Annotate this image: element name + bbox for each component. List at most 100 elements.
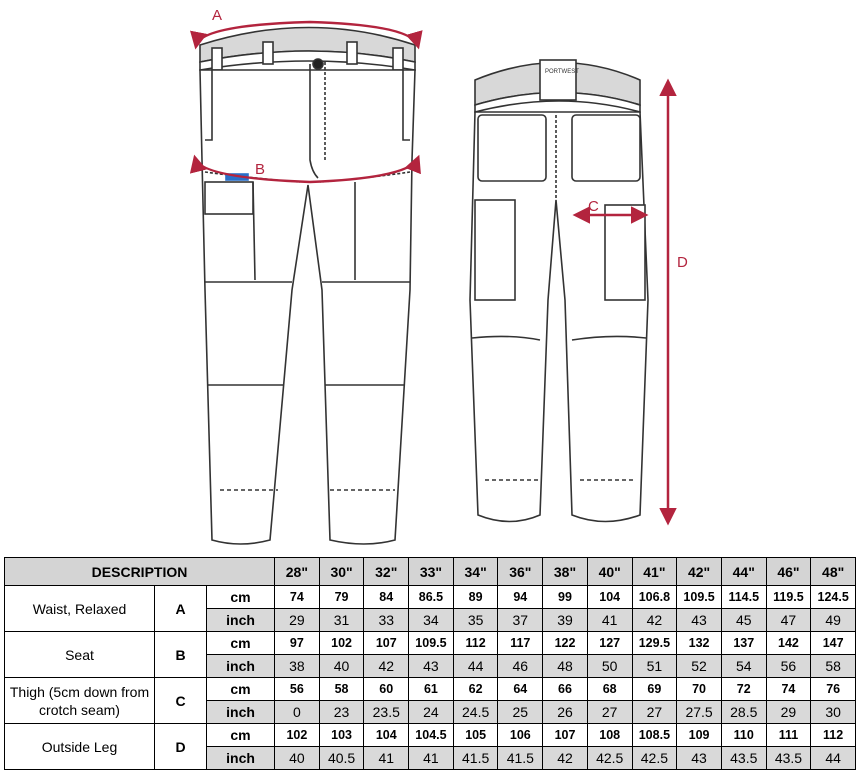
value-cell: 26 <box>542 700 588 724</box>
value-cell: 69 <box>631 677 678 701</box>
value-cell: 43 <box>676 608 722 632</box>
value-cell: 43 <box>408 654 454 678</box>
value-cell: 43 <box>676 746 722 770</box>
value-cell: 58 <box>810 654 856 678</box>
measurement-label: Seat <box>4 631 155 678</box>
value-cell: 35 <box>452 608 499 632</box>
value-cell: 51 <box>631 654 678 678</box>
value-cell: 79 <box>318 585 365 609</box>
value-cell: 147 <box>810 631 856 655</box>
value-cell: 37 <box>497 608 544 632</box>
value-cell: 64 <box>497 677 544 701</box>
size-header: 34" <box>452 557 499 586</box>
value-cell: 86.5 <box>408 585 454 609</box>
measurement-letter: C <box>154 677 207 724</box>
value-cell: 47 <box>765 608 812 632</box>
value-cell: 42 <box>363 654 410 678</box>
value-cell: 54 <box>720 654 767 678</box>
value-cell: 41 <box>586 608 633 632</box>
unit-cell: cm <box>205 585 276 609</box>
brand-label: PORTWEST <box>545 69 579 75</box>
value-cell: 27.5 <box>676 700 722 724</box>
unit-cell: inch <box>205 700 276 724</box>
measurement-label: Waist, Relaxed <box>4 585 155 632</box>
value-cell: 106 <box>497 723 544 747</box>
value-cell: 56 <box>274 677 320 701</box>
value-cell: 142 <box>765 631 812 655</box>
value-cell: 43.5 <box>720 746 767 770</box>
value-cell: 74 <box>765 677 812 701</box>
value-cell: 127 <box>586 631 633 655</box>
size-header: 48" <box>810 557 856 586</box>
value-cell: 109.5 <box>676 585 722 609</box>
value-cell: 23.5 <box>363 700 410 724</box>
size-header-row: DESCRIPTION 28" 30" 32" 33" 34" 36" 38" … <box>3 557 856 586</box>
value-cell: 107 <box>363 631 410 655</box>
value-cell: 108 <box>586 723 633 747</box>
unit-cell: inch <box>205 654 276 678</box>
value-cell: 102 <box>274 723 320 747</box>
value-cell: 104.5 <box>408 723 454 747</box>
trousers-measurement-diagram: A B PORTWEST C D <box>189 7 688 545</box>
value-cell: 44 <box>452 654 499 678</box>
value-cell: 58 <box>318 677 365 701</box>
value-cell: 84 <box>363 585 410 609</box>
value-cell: 45 <box>720 608 767 632</box>
value-cell: 102 <box>318 631 365 655</box>
value-cell: 94 <box>497 585 544 609</box>
value-cell: 38 <box>274 654 320 678</box>
value-cell: 60 <box>363 677 410 701</box>
value-cell: 97 <box>274 631 320 655</box>
value-cell: 27 <box>586 700 633 724</box>
value-cell: 42.5 <box>586 746 633 770</box>
value-cell: 42.5 <box>631 746 678 770</box>
value-cell: 103 <box>318 723 365 747</box>
front-trousers-drawing <box>199 26 416 545</box>
value-cell: 109 <box>676 723 722 747</box>
value-cell: 48 <box>542 654 588 678</box>
unit-cell: cm <box>205 631 276 655</box>
value-cell: 41 <box>363 746 410 770</box>
value-cell: 34 <box>408 608 454 632</box>
unit-cell: inch <box>205 746 276 770</box>
value-cell: 44 <box>810 746 856 770</box>
value-cell: 33 <box>363 608 410 632</box>
value-cell: 50 <box>586 654 633 678</box>
value-cell: 27 <box>631 700 678 724</box>
measure-d-label: D <box>677 254 688 271</box>
value-cell: 62 <box>452 677 499 701</box>
description-header: DESCRIPTION <box>3 557 276 586</box>
value-cell: 29 <box>765 700 812 724</box>
value-cell: 70 <box>676 677 722 701</box>
size-header: 33" <box>408 557 454 586</box>
value-cell: 29 <box>274 608 320 632</box>
value-cell: 106.8 <box>631 585 678 609</box>
value-cell: 0 <box>274 700 320 724</box>
size-header: 36" <box>497 557 544 586</box>
back-trousers-drawing <box>469 59 649 523</box>
measurement-label: Outside Leg <box>4 723 155 770</box>
value-cell: 129.5 <box>631 631 678 655</box>
size-header: 32" <box>363 557 410 586</box>
value-cell: 124.5 <box>810 585 856 609</box>
value-cell: 56 <box>765 654 812 678</box>
value-cell: 111 <box>765 723 812 747</box>
measure-a-label: A <box>212 7 222 24</box>
value-cell: 104 <box>363 723 410 747</box>
value-cell: 42 <box>542 746 588 770</box>
value-cell: 42 <box>631 608 678 632</box>
value-cell: 72 <box>720 677 767 701</box>
size-header: 42" <box>676 557 722 586</box>
value-cell: 52 <box>676 654 722 678</box>
size-chart-table: DESCRIPTION 28" 30" 32" 33" 34" 36" 38" … <box>3 557 856 770</box>
value-cell: 24.5 <box>452 700 499 724</box>
value-cell: 74 <box>274 585 320 609</box>
value-cell: 105 <box>452 723 499 747</box>
value-cell: 25 <box>497 700 544 724</box>
size-header: 38" <box>542 557 588 586</box>
